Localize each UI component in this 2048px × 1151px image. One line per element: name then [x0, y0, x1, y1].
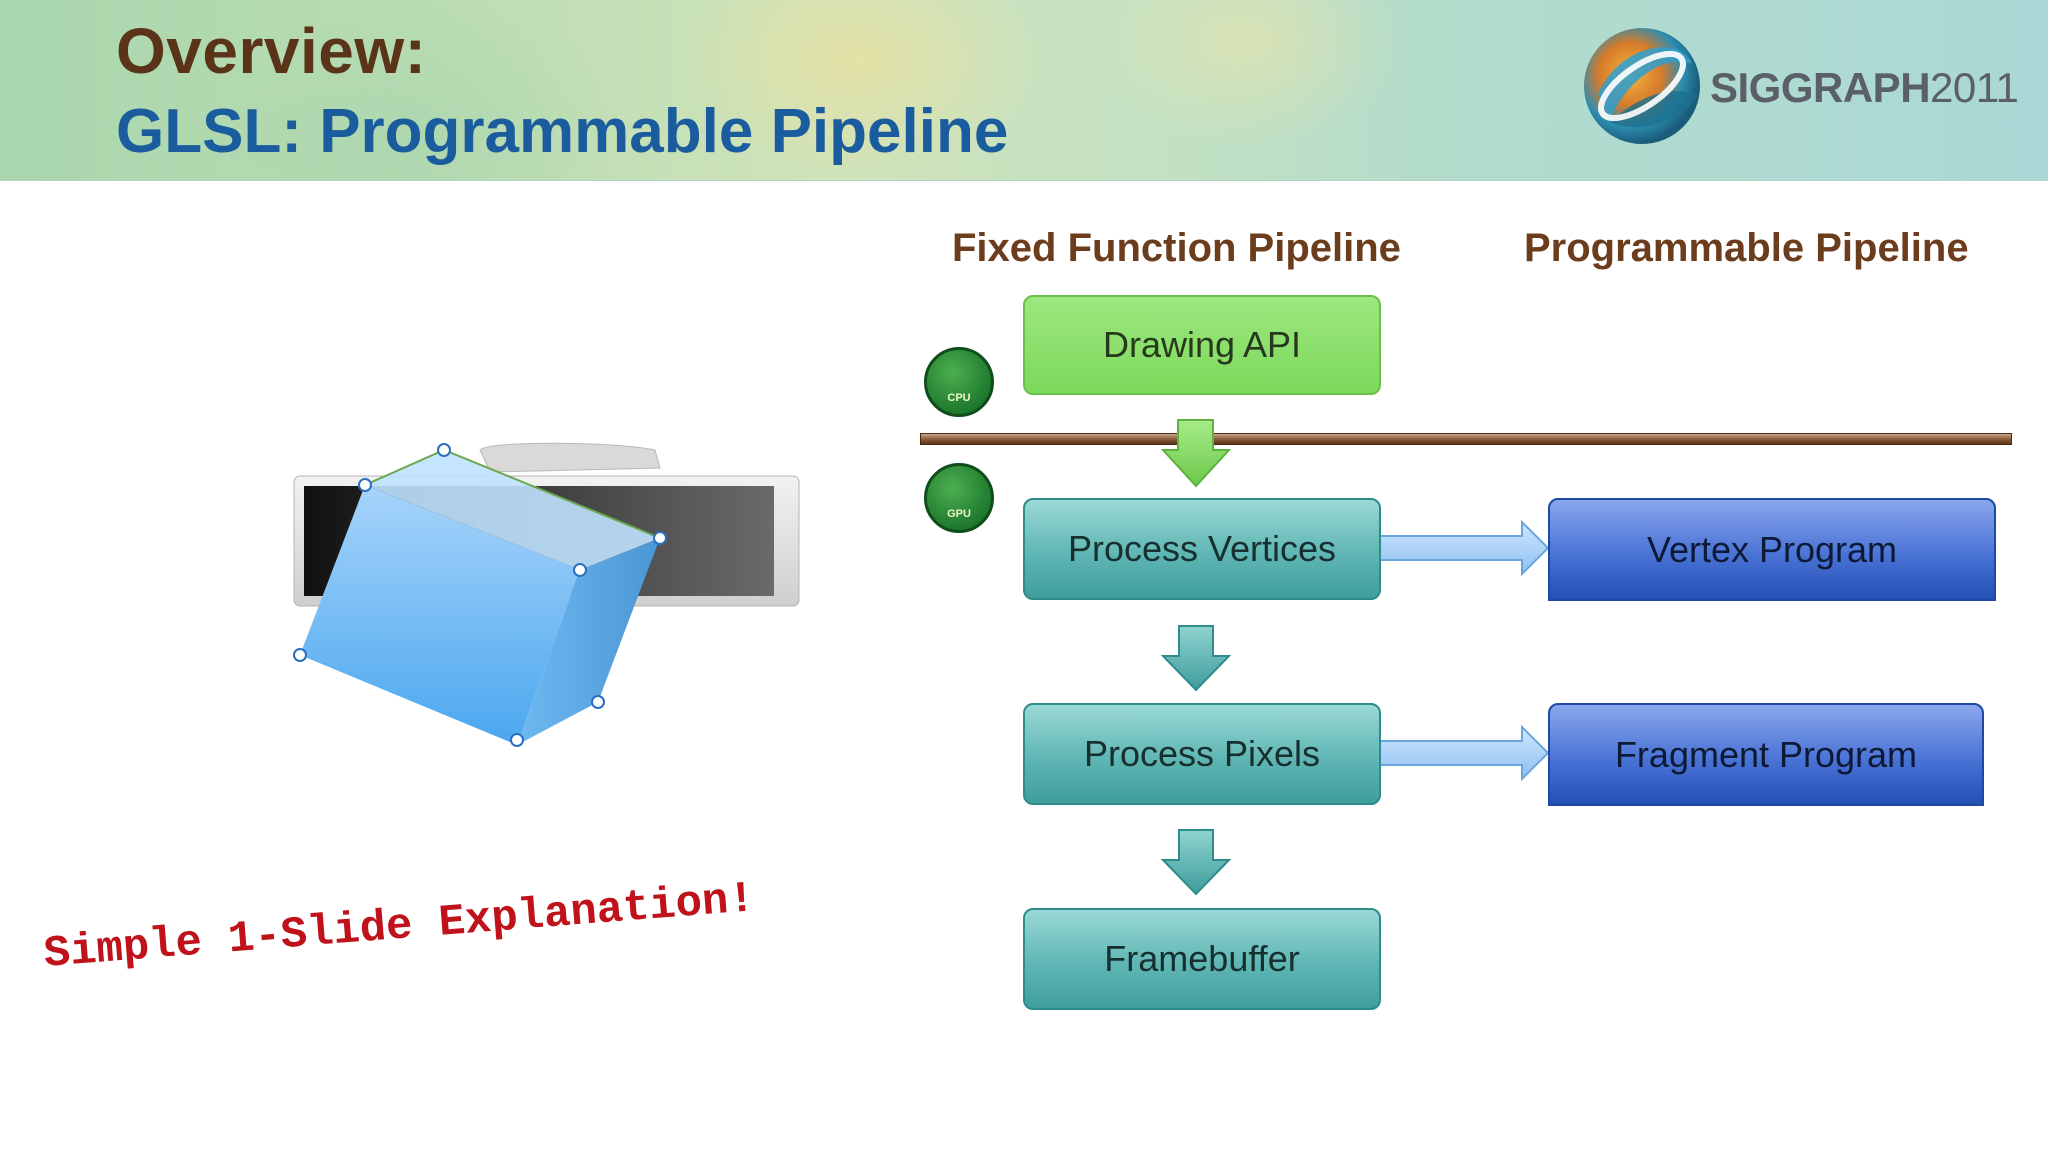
drawing-api-box: Drawing API — [1023, 295, 1381, 395]
process-pixels-label: Process Pixels — [1083, 733, 1321, 774]
process-pixels-box: Process Pixels — [1023, 703, 1381, 805]
down-arrow-teal-2 — [1160, 829, 1232, 896]
siggraph-logo-text: SIGGRAPH2011 — [1710, 64, 2019, 112]
fragment-program-box: Fragment Program — [1548, 703, 1984, 806]
transformed-box-illustration — [293, 442, 800, 747]
fragment-program-label: Fragment Program — [1614, 733, 1918, 775]
slide-header: Overview: GLSL: Programmable Pipeline SI… — [0, 0, 2048, 181]
siggraph-logo — [1584, 28, 1700, 144]
slide-title-glsl: GLSL: Programmable Pipeline — [116, 97, 1009, 166]
down-arrow-green — [1160, 419, 1232, 488]
cube-front-face — [365, 450, 660, 570]
cube-side-face — [517, 538, 660, 745]
cpu-chip-label: CPU — [947, 392, 971, 404]
process-vertices-label: Process Vertices — [1067, 528, 1337, 569]
logo-text-siggraph: SIGGRAPH — [1710, 64, 1931, 111]
cpu-chip-icon: CPU — [924, 347, 994, 417]
bidirectional-arrow-vertex — [1350, 519, 1550, 577]
framebuffer-label: Framebuffer — [1104, 938, 1300, 979]
gpu-chip-label: GPU — [947, 508, 971, 520]
simple-explanation-tagline: Simple 1-Slide Explanation! — [42, 874, 757, 980]
vertex-program-label: Vertex Program — [1646, 528, 1898, 570]
down-arrow-teal-1 — [1160, 625, 1232, 692]
fixed-function-pipeline-heading: Fixed Function Pipeline — [952, 226, 1401, 270]
vertex-program-box: Vertex Program — [1548, 498, 1996, 601]
programmable-pipeline-heading: Programmable Pipeline — [1524, 226, 1969, 270]
process-vertices-box: Process Vertices — [1023, 498, 1381, 600]
framebuffer-box: Framebuffer — [1023, 908, 1381, 1010]
logo-text-year: 2011 — [1930, 64, 2019, 111]
slide-title-overview: Overview: — [116, 15, 427, 87]
gpu-chip-icon: GPU — [924, 463, 994, 533]
monitor-top-icon — [479, 442, 661, 473]
cpu-gpu-divider — [920, 433, 2012, 445]
drawing-api-label: Drawing API — [1102, 324, 1302, 365]
cube-top-face — [300, 485, 580, 745]
vertex-handle-points — [293, 443, 667, 747]
